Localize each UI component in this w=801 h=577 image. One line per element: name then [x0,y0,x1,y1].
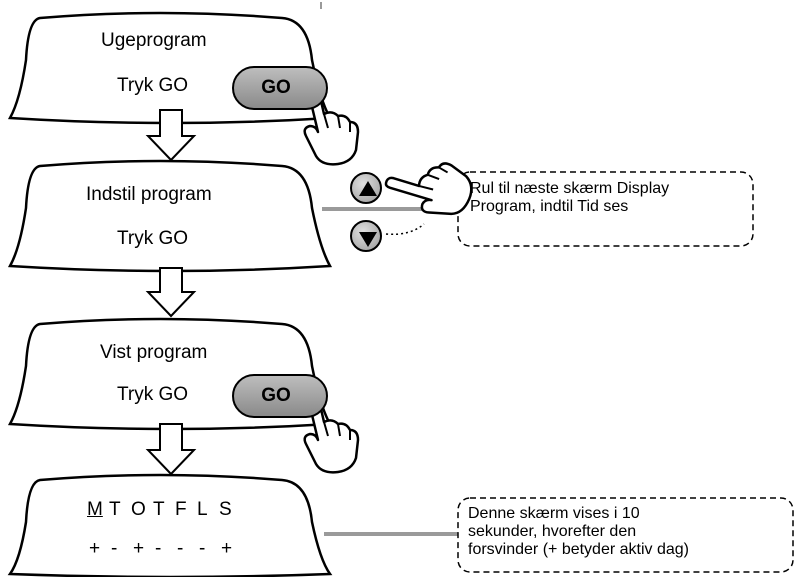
screen-instruction-tryk-go: Tryk GO [117,75,189,96]
active-day-marker: - [177,538,184,559]
go-button-label: GO [261,385,291,406]
weekday-letter: O [131,499,146,520]
timeout-note-box [457,497,794,573]
active-day-marker: - [199,538,206,559]
pointing-hand-icon [384,162,473,216]
screen-outline-indstil [7,159,333,273]
weekday-letter: L [197,499,208,520]
flow-arrow-3 [145,423,197,476]
screen-title-vist-program: Vist program [100,342,208,363]
scroll-note-text: Rul til næste skærm Display Program, ind… [470,180,670,215]
screen-instruction-tryk-go: Tryk GO [117,228,189,249]
active-day-marker: + [221,538,233,559]
screen-instruction-tryk-go: Tryk GO [117,384,189,405]
flow-arrow-1 [145,109,197,162]
weekday-letter: T [153,499,165,520]
active-day-marker: + [89,538,101,559]
go-button[interactable]: GO [232,66,328,110]
arrow-up-icon [359,181,377,196]
weekday-letter: S [219,499,232,520]
screen-outline-days [7,473,333,577]
dotted-link [385,223,425,236]
flow-arrow-2 [145,267,197,318]
arrow-down-button[interactable] [350,220,382,252]
arrow-up-button[interactable] [350,172,382,204]
active-day-marker: - [111,538,118,559]
weekday-row: M T O T F L S [87,499,241,521]
weekday-letter: F [175,499,187,520]
active-day-marker: + [133,538,145,559]
active-day-marker: - [155,538,162,559]
arrow-down-icon [359,232,377,247]
timeout-note-text: Denne skærm vises i 10 sekunder, hvoreft… [468,505,689,558]
weekday-letter: T [109,499,121,520]
go-button[interactable]: GO [232,374,328,418]
screen-title-ugeprogram: Ugeprogram [101,30,207,51]
screen-title-indstil-program: Indstil program [86,184,212,205]
active-day-row: + - + - - - + [89,538,243,560]
weekday-letter-current: M [87,499,103,520]
go-button-label: GO [261,77,291,98]
